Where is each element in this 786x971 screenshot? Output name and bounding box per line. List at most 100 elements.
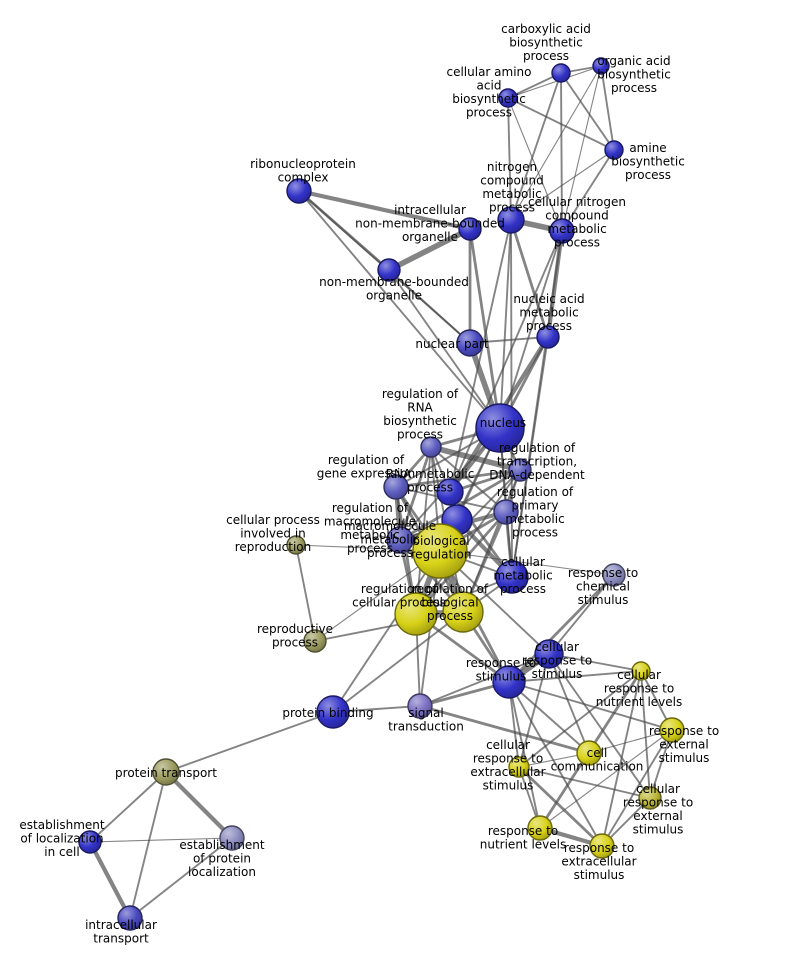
graph-node-cellular-metabolic-process[interactable]: [495, 560, 529, 594]
graph-node-regulation-of-macromolecule-metabolic-process[interactable]: [386, 526, 414, 554]
graph-node-regulation-of-primary-metabolic-process[interactable]: [493, 499, 519, 525]
graph-node-nitrogen-compound-metabolic-process[interactable]: [497, 206, 525, 234]
graph-edge: [507, 72, 562, 99]
graph-node-regulation-of-transcription-dna-dependent[interactable]: [508, 458, 532, 482]
graph-node-regulation-of-biological-process[interactable]: [442, 591, 484, 633]
graph-edge: [298, 190, 501, 429]
graph-node-signal-transduction[interactable]: [407, 693, 433, 719]
graph-node-cellular-response-to-nutrient-levels[interactable]: [631, 661, 651, 681]
graph-edge: [508, 681, 541, 829]
graph-edge: [600, 65, 615, 151]
graph-node-protein-transport[interactable]: [152, 758, 180, 786]
graph-edge: [449, 219, 512, 493]
graph-node-cellular-process-involved-in-reproduction[interactable]: [286, 535, 306, 555]
graph-node-response-to-stimulus[interactable]: [492, 665, 526, 699]
graph-node-regulation-of-rna-biosynthetic-process[interactable]: [420, 436, 442, 458]
node-label-protein-binding: protein binding: [282, 706, 373, 720]
graph-node-non-membrane-bounded-organelle[interactable]: [377, 258, 401, 282]
graph-node-ribonucleoprotein-complex[interactable]: [286, 178, 312, 204]
graph-node-establishment-of-localization-in-cell[interactable]: [78, 830, 102, 854]
graph-edge: [499, 219, 512, 429]
graph-node-nuclear-part[interactable]: [456, 329, 484, 357]
graph-edge: [507, 97, 563, 232]
graph-node-response-to-extracellular-stimulus[interactable]: [589, 833, 615, 859]
graph-edge: [388, 269, 471, 344]
graph-node-establishment-of-protein-localization[interactable]: [219, 825, 245, 851]
graph-node-nucleic-acid-metabolic-process[interactable]: [536, 325, 560, 349]
graph-edge: [560, 72, 563, 232]
graph-edge: [517, 765, 604, 848]
node-label-protein-transport: protein transport: [115, 766, 217, 780]
graph-node-rna-metabolic-process[interactable]: [436, 478, 464, 506]
graph-node-regulation-of-cellular-process[interactable]: [394, 592, 438, 636]
graph-node-reproductive-process[interactable]: [303, 629, 327, 653]
graph-node-carboxylic-acid-biosynthetic-process[interactable]: [551, 63, 571, 83]
graph-edge: [165, 711, 334, 773]
graph-node-amine-biosynthetic-process[interactable]: [604, 140, 624, 160]
graph-edge: [129, 837, 233, 919]
graph-node-cellular-nitrogen-compound-metabolic-process[interactable]: [549, 218, 575, 244]
graph-node-protein-binding[interactable]: [316, 695, 350, 729]
graph-node-regulation-of-gene-expression[interactable]: [383, 474, 409, 500]
graph-edge: [332, 550, 441, 713]
graph-edge: [398, 445, 433, 542]
graph-edge: [394, 468, 522, 489]
graph-node-cellular-response-to-stimulus[interactable]: [534, 639, 564, 669]
node-label-nucleus: nucleus: [480, 416, 526, 430]
graph-node-cell-communication[interactable]: [576, 740, 602, 766]
graph-edge: [509, 218, 550, 339]
graph-node-response-to-chemical-stimulus[interactable]: [602, 563, 626, 587]
graph-edge: [510, 72, 562, 221]
graph-node-response-to-external-stimulus[interactable]: [659, 717, 685, 743]
graph-node-cellular-amino-acid-biosynthetic-process[interactable]: [498, 88, 518, 108]
graph-node-intracellular-non-membrane-bounded-organelle[interactable]: [458, 217, 482, 241]
graph-edge: [430, 446, 507, 513]
graph-edge: [539, 729, 673, 829]
graph-edge: [510, 65, 602, 221]
graph-edge: [561, 65, 602, 232]
graph-node-intracellular-transport[interactable]: [117, 905, 143, 931]
graph-edge: [548, 653, 590, 754]
graph-edge: [548, 574, 615, 655]
graph-edge: [507, 65, 602, 99]
graph-node-cellular-response-to-extracellular-stimulus[interactable]: [508, 756, 530, 778]
graph-edge: [296, 188, 473, 232]
graph-edge: [332, 611, 464, 713]
graph-edge: [388, 269, 501, 429]
graph-edge: [601, 729, 673, 847]
graph-edge: [518, 766, 651, 799]
graph-node-response-to-nutrient-levels[interactable]: [527, 815, 553, 841]
graph-node-biological-regulation[interactable]: [412, 523, 468, 579]
graph-edge: [89, 771, 167, 843]
graph-edge: [588, 729, 673, 754]
graph-node-nucleus[interactable]: [475, 403, 525, 453]
graph-edge: [295, 544, 316, 642]
graph-edge: [560, 72, 615, 151]
graph-node-organic-acid-biosynthetic-process[interactable]: [592, 57, 610, 75]
graph-edge: [510, 149, 615, 221]
graph-node-cellular-response-to-external-stimulus[interactable]: [638, 786, 662, 810]
